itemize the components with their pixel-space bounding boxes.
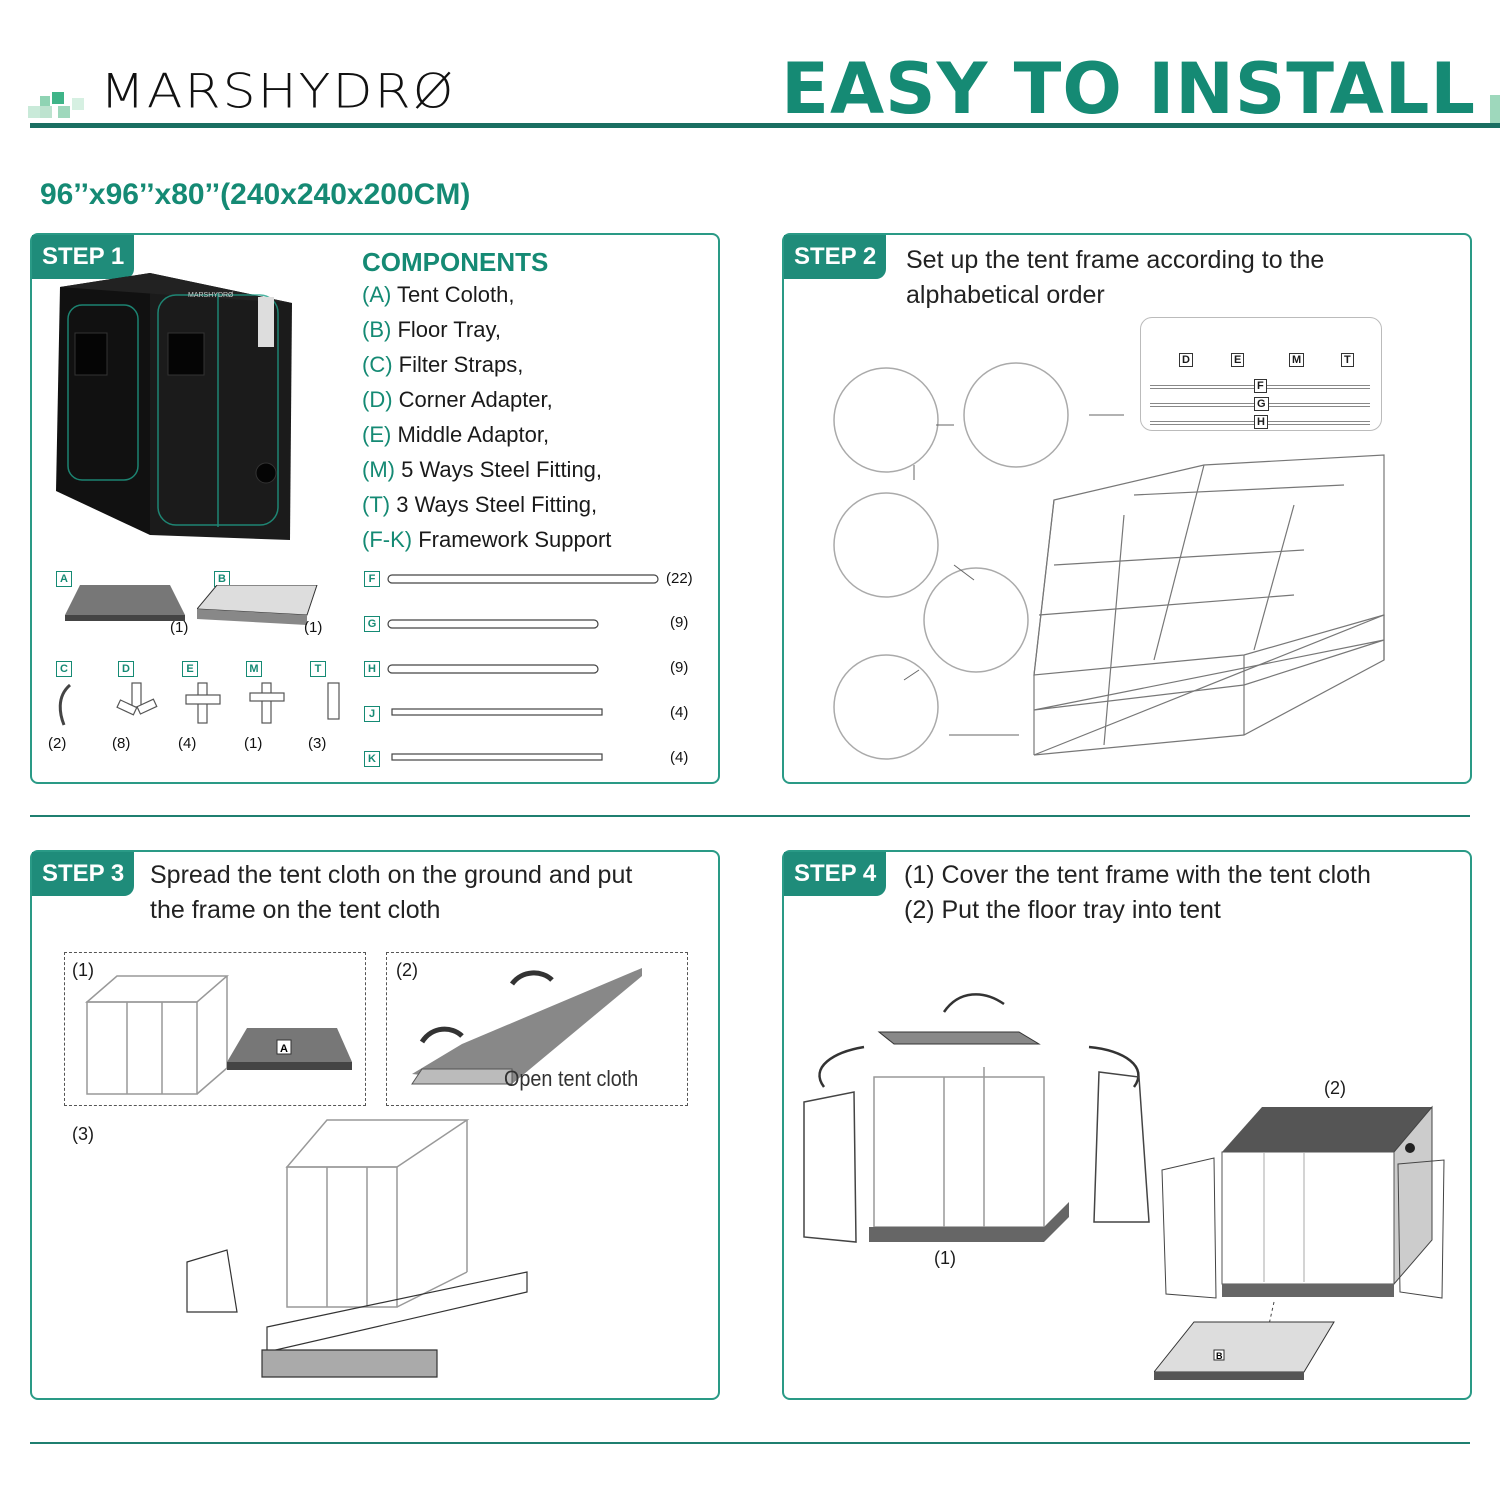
qty-k: (4)	[670, 749, 689, 766]
fittings-icons	[58, 682, 340, 726]
section-divider	[30, 815, 1470, 817]
step4-badge: STEP 4	[784, 852, 887, 896]
qty-f: (22)	[666, 570, 693, 587]
component-item: (B) Floor Tray,	[362, 317, 501, 342]
pole-label-j: J	[364, 706, 380, 722]
step4-sub2: (2)	[1324, 1078, 1346, 1098]
qty-d: (8)	[112, 735, 131, 752]
part-label-t: T	[310, 661, 326, 677]
page-title: EASY TO INSTALL	[781, 48, 1476, 130]
component-item: (E) Middle Adaptor,	[362, 422, 550, 447]
tray-box-b: B	[1216, 1351, 1223, 1361]
step3-sub1: (1)	[72, 960, 94, 980]
step1-badge: STEP 1	[32, 235, 135, 279]
step3-box-1	[64, 952, 366, 1106]
step2-badge: STEP 2	[784, 235, 887, 279]
pole-label-h: H	[364, 661, 380, 677]
step4-sub1: (1)	[934, 1248, 956, 1268]
qty-t: (3)	[308, 735, 327, 752]
legend-poles: F G H	[1150, 379, 1370, 439]
components-list: (A) Tent Coloth, (B) Floor Tray, (C) Fil…	[362, 277, 712, 557]
tent-cloth-sheet	[65, 585, 185, 621]
legend-d: D	[1179, 353, 1193, 367]
components-heading: COMPONENTS	[362, 247, 549, 277]
tray-into-tent-drawing: B	[1154, 1105, 1445, 1380]
cover-frame-drawing	[803, 993, 1150, 1243]
qty-h: (9)	[670, 659, 689, 676]
pole-label-k: K	[364, 751, 380, 767]
brand-logo: MARSHYDRØ	[100, 65, 456, 119]
step2-instructions: Set up the tent frame according to the a…	[906, 246, 1325, 309]
component-item: (T) 3 Ways Steel Fitting,	[362, 492, 598, 517]
legend-t: T	[1341, 353, 1354, 367]
part-label-a: A	[56, 571, 72, 587]
qty-b: (1)	[304, 619, 323, 636]
header-accent	[1490, 95, 1500, 123]
qty-a: (1)	[170, 619, 189, 636]
step3-panel: STEP 3 Spread the tent cloth on the grou…	[30, 850, 720, 1400]
pole-drawings	[387, 574, 659, 761]
footer-divider	[30, 1442, 1470, 1444]
open-cloth-drawing	[411, 968, 642, 1085]
parts-legend-box	[1140, 317, 1382, 431]
component-item: (M) 5 Ways Steel Fitting,	[362, 457, 603, 482]
step3-box-2	[386, 952, 688, 1106]
qty-j: (4)	[670, 704, 689, 721]
step2-panel: STEP 2 Set up the tent frame according t…	[782, 233, 1472, 784]
qty-g: (9)	[670, 614, 689, 631]
legend-m: M	[1289, 353, 1305, 367]
step3-sub3: (3)	[72, 1124, 94, 1144]
logo-squares	[28, 92, 84, 118]
part-label-m: M	[246, 661, 262, 677]
qty-c: (2)	[48, 735, 67, 752]
tent-logo-text: MARSHYDRØ	[188, 292, 234, 299]
component-item: (A) Tent Coloth,	[362, 282, 515, 307]
part-label-c: C	[56, 661, 72, 677]
cloth-box-a: A	[280, 1043, 288, 1055]
step4-panel: STEP 4 (1) Cover the tent frame with the…	[782, 850, 1472, 1400]
component-item: (C) Filter Straps,	[362, 352, 524, 377]
part-label-d: D	[118, 661, 134, 677]
component-item: (D) Corner Adapter,	[362, 387, 553, 412]
frame-on-cloth	[186, 1119, 528, 1378]
step3-instructions: Spread the tent cloth on the ground and …	[150, 861, 633, 924]
header-divider	[30, 123, 1500, 128]
qty-m: (1)	[244, 735, 263, 752]
part-label-e: E	[182, 661, 198, 677]
component-item: (F-K) Framework Support	[362, 527, 612, 552]
open-cloth-label: Open tent cloth	[504, 1066, 639, 1091]
frame-assembly-diagram	[833, 362, 1385, 760]
pole-label-g: G	[364, 616, 380, 632]
step3-sub2: (2)	[396, 960, 418, 980]
tent-dimensions: 96’’x96’’x80’’(240x240x200CM)	[40, 178, 471, 211]
step3-badge: STEP 3	[32, 852, 135, 896]
legend-e: E	[1231, 353, 1245, 367]
pole-label-f: F	[364, 571, 380, 587]
frame-and-cloth: A	[84, 975, 352, 1095]
step4-instructions: (1) Cover the tent frame with the tent c…	[904, 861, 1371, 924]
step1-panel: STEP 1 MARSHYDRØ COMPONENTS (A) Tent Col…	[30, 233, 720, 784]
floor-tray	[197, 585, 318, 625]
qty-e: (4)	[178, 735, 197, 752]
tent-image: MARSHYDRØ	[56, 273, 292, 540]
